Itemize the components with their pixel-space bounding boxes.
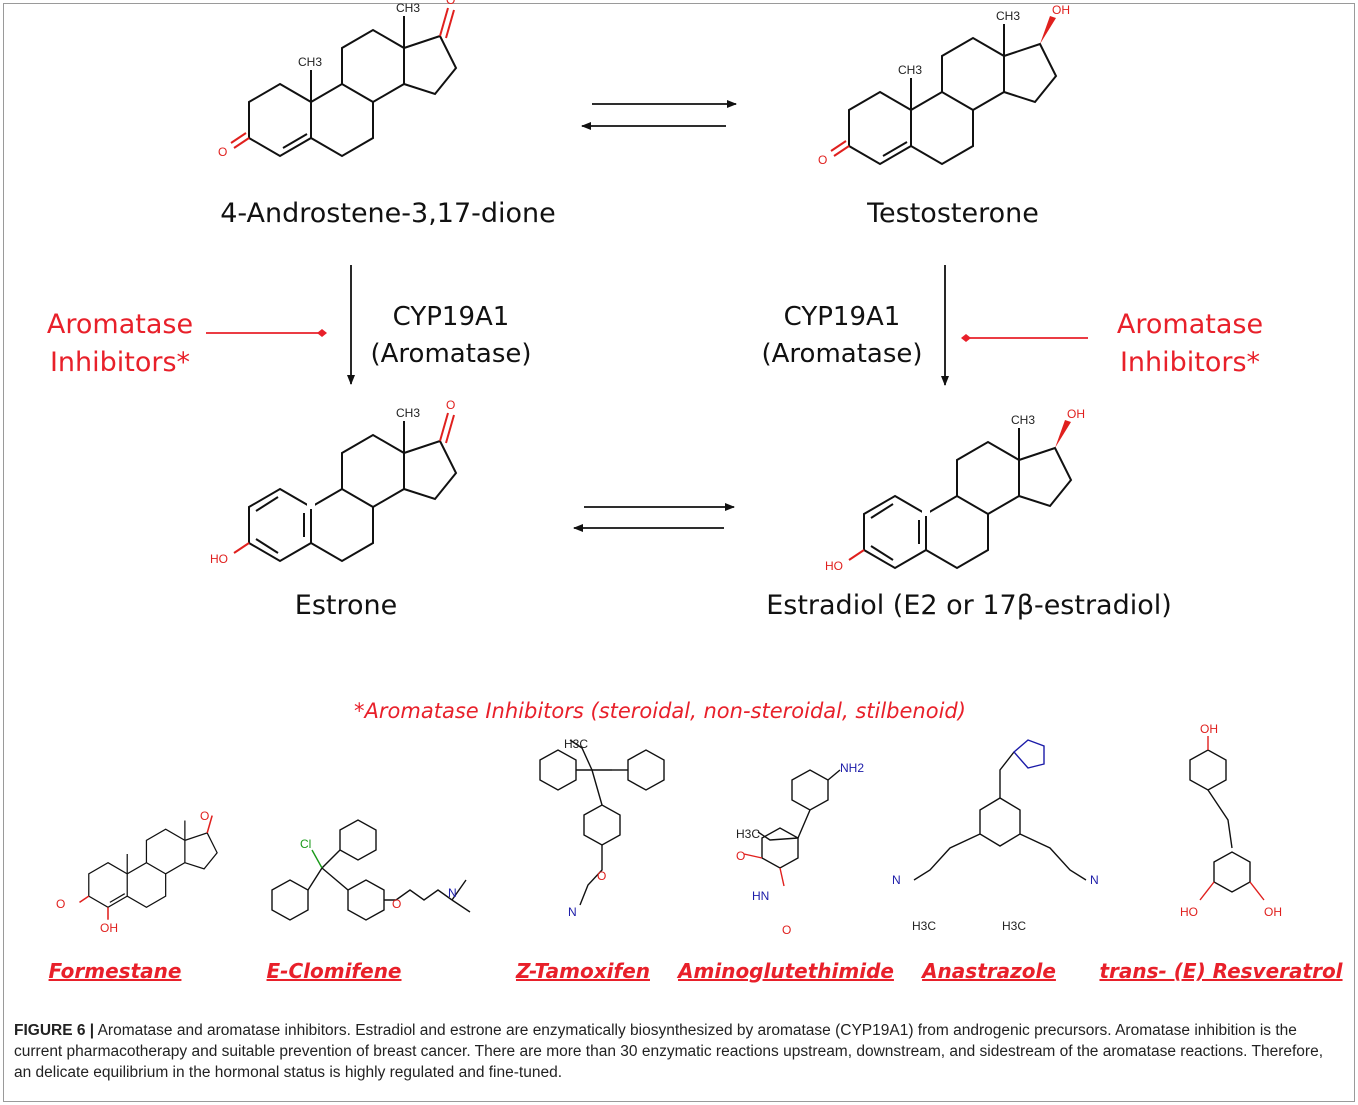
methyl-label: CH3 [396, 406, 420, 420]
enzyme-name-left: CYP19A1 [393, 302, 510, 332]
caption-text: Aromatase and aromatase inhibitors. Estr… [14, 1022, 1324, 1081]
anastrazole-structure [913, 739, 1087, 881]
equilibrium-arrows-top [581, 100, 737, 130]
pathway-diagram: O O CH3 CH3 O OH CH3 CH3 HO O CH3 [47, 0, 1344, 983]
nitrogen-label: N [448, 886, 457, 900]
inhibitor-label-right-line1: Aromatase [1117, 309, 1263, 340]
inhibitor-label-left-line2: Inhibitors* [50, 347, 190, 378]
inhibitor-name-tamoxifen: Z-Tamoxifen [515, 959, 650, 983]
hydroxyl-label: OH [100, 921, 118, 935]
estrone-label: Estrone [295, 590, 397, 621]
inhibitor-label-left-line1: Aromatase [47, 309, 193, 340]
methyl-label: H3C [736, 827, 760, 841]
oxygen-label: O [200, 809, 209, 823]
hydroxyl-label: HO [1180, 905, 1198, 919]
inhibition-line-right [961, 334, 1088, 342]
oxygen-label: O [736, 849, 745, 863]
hydroxyl-label: HO [825, 559, 843, 573]
oxygen-label: O [56, 897, 65, 911]
nitrile-label: N [892, 873, 901, 887]
chlorine-label: Cl [300, 837, 311, 851]
oxygen-label: O [597, 869, 606, 883]
nitrile-label: N [1090, 873, 1099, 887]
testosterone-label: Testosterone [866, 198, 1039, 229]
enzyme-name-right: CYP19A1 [784, 302, 901, 332]
hydroxyl-label: HO [210, 552, 228, 566]
imide-label: HN [752, 889, 769, 903]
equilibrium-arrows-bottom [573, 503, 735, 532]
methyl-label: CH3 [396, 1, 420, 15]
enzyme-alias-left: (Aromatase) [370, 339, 531, 369]
tamoxifen-structure [539, 739, 665, 906]
estradiol-label: Estradiol (E2 or 17β-estradiol) [766, 590, 1172, 621]
methyl-label: CH3 [898, 63, 922, 77]
estradiol-structure: HO OH CH3 [825, 407, 1085, 573]
caption-label: FIGURE 6 | [14, 1022, 95, 1039]
methyl-label: CH3 [298, 55, 322, 69]
nitrogen-label: N [568, 905, 577, 919]
inhibition-line-left [206, 329, 327, 337]
oxygen-label: O [446, 0, 455, 7]
clomifene-structure [271, 819, 471, 921]
hydroxyl-label: OH [1067, 407, 1085, 421]
methyl-label: H3C [912, 919, 936, 933]
figure-frame [3, 3, 1355, 1102]
methyl-label: CH3 [1011, 413, 1035, 427]
testosterone-structure: O OH CH3 CH3 [818, 3, 1070, 167]
hydroxyl-label: OH [1264, 905, 1282, 919]
formestane-structure [79, 815, 218, 920]
enzyme-alias-right: (Aromatase) [761, 339, 922, 369]
inhibitor-name-resveratrol: trans- (E) Resveratrol [1099, 959, 1343, 983]
oxygen-label: O [392, 897, 401, 911]
hydroxyl-label: OH [1200, 722, 1218, 736]
methyl-label: H3C [564, 737, 588, 751]
oxygen-label: O [446, 398, 455, 412]
inhibitor-label-right-line2: Inhibitors* [1120, 347, 1260, 378]
oxygen-label: O [818, 153, 827, 167]
androstenedione-structure: O O CH3 CH3 [218, 0, 457, 159]
inhibitor-name-clomifene: E-Clomifene [267, 959, 402, 983]
oxygen-label: O [782, 923, 791, 937]
oxygen-label: O [218, 145, 227, 159]
figure-caption: FIGURE 6 | Aromatase and aromatase inhib… [14, 1020, 1344, 1083]
estrone-structure: HO O CH3 [210, 398, 457, 566]
hydroxyl-label: OH [1052, 3, 1070, 17]
inhibitor-footnote: *Aromatase Inhibitors (steroidal, non-st… [354, 699, 966, 723]
inhibitor-name-anastrazole: Anastrazole [920, 959, 1056, 983]
methyl-label: CH3 [996, 9, 1020, 23]
amine-label: NH2 [840, 761, 864, 775]
methyl-label: H3C [1002, 919, 1026, 933]
inhibitor-name-aminoglutethimide: Aminoglutethimide [676, 959, 894, 983]
resveratrol-structure [1189, 736, 1265, 901]
androstenedione-label: 4-Androstene-3,17-dione [220, 198, 556, 229]
inhibitor-name-formestane: Formestane [49, 959, 182, 983]
aminoglutethimide-structure [743, 769, 841, 887]
